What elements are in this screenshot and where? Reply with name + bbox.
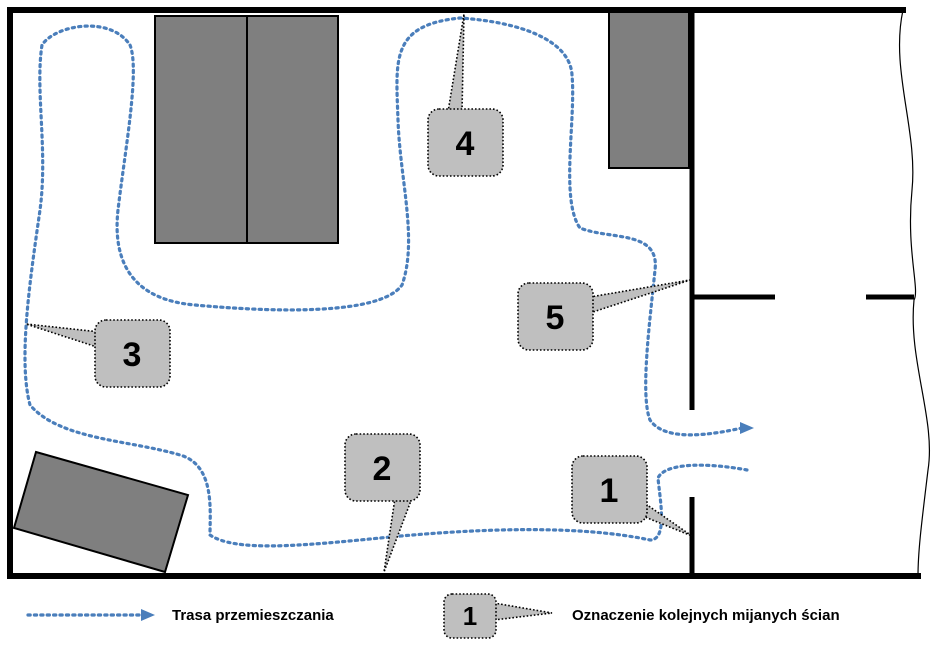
callout-2-number: 2 bbox=[373, 450, 392, 488]
callout-4-number: 4 bbox=[456, 125, 475, 163]
wall-callouts: 1 2 3 4 5 bbox=[25, 13, 693, 573]
route-path bbox=[23, 16, 749, 548]
callout-3-number: 3 bbox=[123, 336, 142, 374]
break-line bbox=[898, 9, 931, 577]
room-walls bbox=[7, 7, 931, 579]
legend-callout-label: Oznaczenie kolejnych mijanych ścian bbox=[572, 607, 840, 624]
callout-4-box bbox=[427, 108, 504, 177]
callout-4: 4 bbox=[427, 13, 504, 177]
furniture-shelf-top-right bbox=[608, 11, 690, 169]
callout-5-box bbox=[517, 282, 594, 351]
callout-3-pointer bbox=[25, 323, 101, 350]
callout-2: 2 bbox=[344, 433, 421, 573]
route-arrow-icon bbox=[740, 422, 754, 434]
callout-2-box bbox=[344, 433, 421, 502]
furniture bbox=[12, 11, 690, 574]
movement-route bbox=[23, 16, 754, 548]
furniture-cabinet-right bbox=[246, 15, 339, 244]
legend-callout-number: 1 bbox=[463, 601, 477, 631]
legend: Trasa przemieszczania 1 Oznaczenie kolej… bbox=[26, 593, 840, 639]
callout-3: 3 bbox=[25, 319, 171, 388]
callout-5-number: 5 bbox=[546, 299, 565, 337]
furniture-cabinet-left bbox=[154, 15, 248, 244]
legend-route-label: Trasa przemieszczania bbox=[172, 607, 334, 624]
wall-callout-icon bbox=[443, 593, 497, 639]
legend-route-arrow-icon bbox=[141, 609, 155, 621]
callout-4-pointer bbox=[447, 13, 465, 113]
furniture-desk-bottom-left bbox=[12, 450, 190, 574]
callout-1-number: 1 bbox=[600, 472, 619, 510]
callout-5: 5 bbox=[517, 279, 691, 351]
callout-1-box bbox=[571, 455, 648, 524]
legend-callout-pointer bbox=[493, 602, 553, 621]
callout-1: 1 bbox=[571, 455, 693, 537]
callout-3-box bbox=[94, 319, 171, 388]
callout-5-pointer bbox=[589, 279, 691, 315]
